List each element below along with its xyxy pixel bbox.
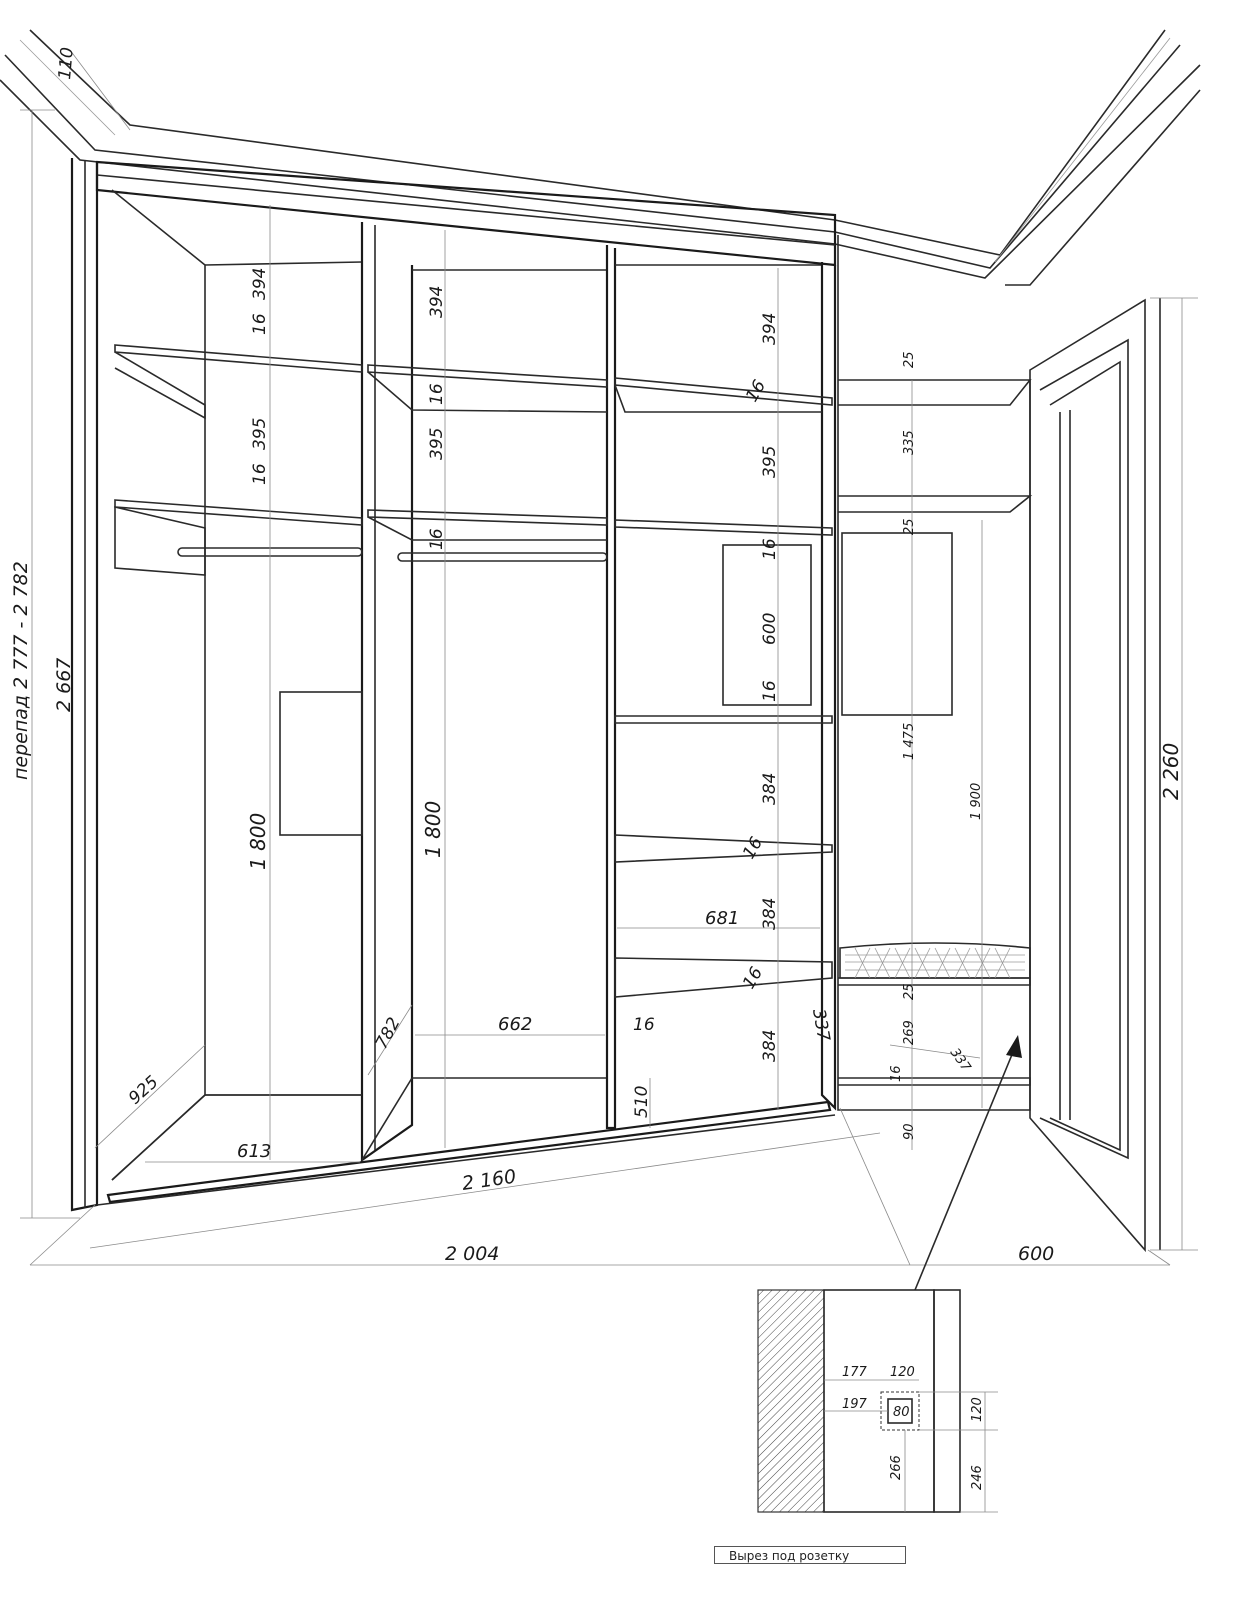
dim-diag-2160: 2 160 [461, 1166, 518, 1195]
dim-right-25-a: 25 [902, 351, 917, 368]
detail-177: 177 [842, 1365, 868, 1380]
detail-80: 80 [893, 1405, 910, 1420]
detail-266: 266 [889, 1455, 904, 1480]
dim-mid-395-right: 395 [760, 446, 780, 478]
interior-panels [279, 532, 953, 836]
dim-height-drop: перепад 2 777 - 2 782 [10, 561, 32, 780]
dim-inner-681: 681 [705, 908, 739, 929]
dim-wall-600: 600 [1018, 1243, 1054, 1265]
dim-inner-662: 662 [498, 1014, 532, 1035]
hanging-rails [177, 547, 608, 562]
dim-shelf-16-3: 16 [427, 383, 447, 405]
dim-shelf-384-2: 384 [760, 898, 780, 930]
dim-right-25-b: 25 [902, 518, 917, 535]
dim-shelf-16-10: 16 [633, 1015, 655, 1035]
dim-wall-2004: 2 004 [445, 1243, 499, 1265]
dimension-labels: 110 перепад 2 777 - 2 782 2 667 2 260 39… [10, 46, 1183, 1490]
detail-197: 197 [842, 1397, 868, 1412]
dim-depth-925: 925 [125, 1072, 162, 1109]
dim-shelf-16-2: 16 [250, 463, 270, 485]
dim-height-2260: 2 260 [1159, 743, 1183, 800]
dim-shelf-16-8: 16 [739, 834, 767, 863]
dim-right-90: 90 [902, 1123, 917, 1140]
dim-mid-395-left: 395 [250, 418, 270, 450]
dim-right-1900: 1 900 [969, 783, 984, 820]
door-frame [1029, 298, 1161, 1253]
socket-cutout-detail [757, 1289, 998, 1513]
dim-cornice-110: 110 [55, 46, 78, 80]
dim-shelf-384-3: 384 [760, 1030, 780, 1062]
dim-mid-395-center: 395 [427, 428, 447, 460]
dim-shelf-16-7: 16 [760, 680, 780, 702]
dim-top-394-center: 394 [427, 286, 447, 318]
dim-top-394-right: 394 [760, 313, 780, 345]
dim-right-25-c: 25 [902, 983, 917, 1000]
dim-floor-510: 510 [632, 1086, 652, 1118]
dim-shelf-16-1: 16 [250, 313, 270, 335]
dimension-lines [20, 109, 1198, 1291]
dim-shelf-16-6: 16 [760, 538, 780, 560]
dim-hang-1800-center: 1 800 [421, 801, 445, 858]
dim-right-269: 269 [902, 1020, 917, 1045]
dim-shelf-16-9: 16 [739, 964, 767, 993]
dim-shelf-384-1: 384 [760, 773, 780, 805]
dim-right-16: 16 [889, 1065, 904, 1082]
dim-depth-337-b: 337 [947, 1046, 974, 1076]
dim-top-394-left: 394 [250, 268, 270, 300]
dim-box-600: 600 [760, 613, 780, 645]
dim-right-1475: 1 475 [902, 723, 917, 760]
right-niche [837, 235, 1033, 1111]
ceiling-cornice [0, 29, 1201, 286]
dim-right-335: 335 [902, 430, 917, 455]
dim-depth-337-a: 337 [808, 1007, 833, 1043]
dim-height-2667: 2 667 [53, 658, 75, 712]
wardrobe-frame [70, 158, 837, 1212]
detail-120-side: 120 [970, 1397, 985, 1422]
shelves [114, 344, 833, 998]
detail-246: 246 [970, 1465, 985, 1490]
dim-shelf-16-5: 16 [742, 377, 770, 406]
dim-hang-1800-left: 1 800 [246, 813, 270, 870]
detail-caption: Вырез под розетку [714, 1546, 906, 1564]
dim-shelf-16-4: 16 [427, 528, 447, 550]
dim-depth-782: 782 [372, 1014, 405, 1052]
detail-120-top: 120 [890, 1365, 915, 1380]
dim-width-613: 613 [237, 1141, 271, 1162]
